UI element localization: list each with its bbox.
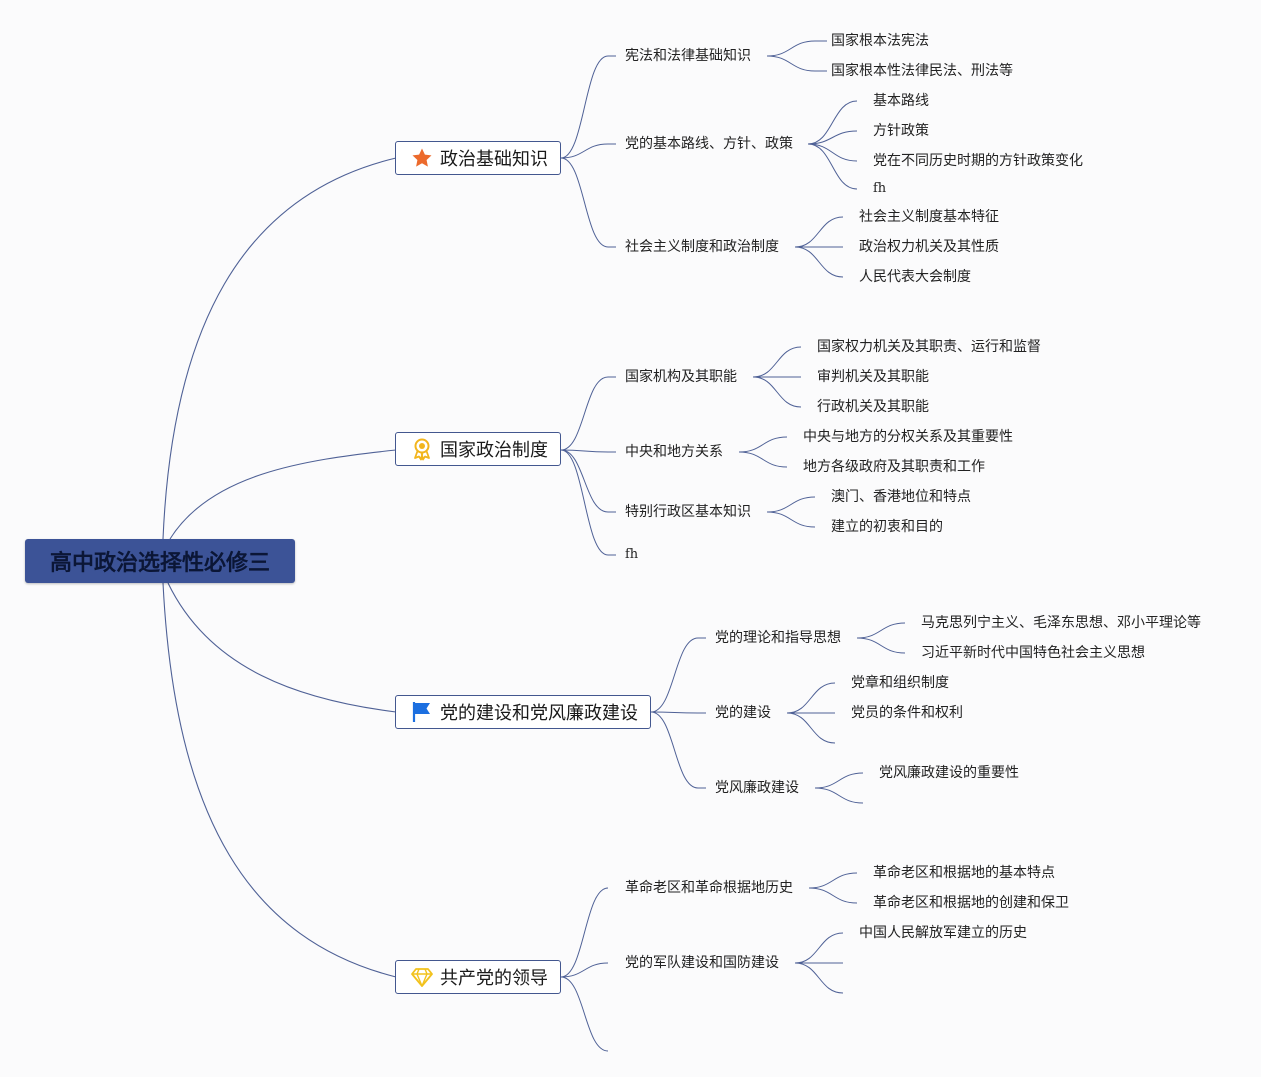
connector-line xyxy=(794,932,844,964)
subtopic[interactable]: 社会主义制度基本特征 xyxy=(859,209,999,225)
connector-line xyxy=(766,55,816,72)
topic-socialist-system[interactable]: 社会主义制度和政治制度 xyxy=(625,239,779,255)
subtopic[interactable]: 澳门、香港地位和特点 xyxy=(831,489,971,505)
topic-clean-governance[interactable]: 党风廉政建设 xyxy=(715,780,799,796)
subtopic[interactable]: 马克思列宁主义、毛泽东思想、邓小平理论等 xyxy=(921,615,1201,631)
subtopic[interactable]: 行政机关及其职能 xyxy=(817,399,929,415)
connector-line xyxy=(560,376,609,451)
connector-line xyxy=(560,449,609,453)
topic-central-local[interactable]: 中央和地方关系 xyxy=(625,444,723,460)
subtopic[interactable]: 中国人民解放军建立的历史 xyxy=(859,925,1027,941)
subtopic[interactable]: 建立的初衷和目的 xyxy=(831,519,943,535)
connector-line xyxy=(807,100,858,145)
subtopic[interactable]: 国家根本法宪法 xyxy=(831,33,929,49)
connector-line xyxy=(807,143,858,190)
connector-line xyxy=(560,143,609,159)
connector-line xyxy=(794,216,844,248)
branch-label: 共产党的领导 xyxy=(440,968,548,989)
subtopic[interactable]: 国家权力机关及其职责、运行和监督 xyxy=(817,339,1041,355)
connector-line xyxy=(814,787,864,804)
connector-line xyxy=(162,157,397,540)
subtopic[interactable]: 中央与地方的分权关系及其重要性 xyxy=(803,429,1013,445)
topic-fh[interactable]: fh xyxy=(625,547,639,562)
connector-line xyxy=(169,449,397,540)
subtopic[interactable]: 习近平新时代中国特色社会主义思想 xyxy=(921,645,1145,661)
connector-line xyxy=(752,346,802,378)
subtopic[interactable]: 方针政策 xyxy=(873,123,929,139)
connector-line xyxy=(807,130,858,145)
connector-line xyxy=(167,582,397,713)
connector-line xyxy=(808,872,858,889)
connector-line xyxy=(560,449,609,556)
branch-node-politics-basics[interactable]: 政治基础知识 xyxy=(395,141,561,175)
star-icon xyxy=(410,146,434,170)
subtopic[interactable]: 审判机关及其职能 xyxy=(817,369,929,385)
branch-label: 党的建设和党风廉政建设 xyxy=(440,703,638,724)
connector-line xyxy=(786,682,836,714)
subtopic[interactable]: 党员的条件和权利 xyxy=(851,705,963,721)
branch-node-state-system[interactable]: 国家政治制度 xyxy=(395,432,561,466)
connector-line xyxy=(856,637,906,654)
connector-line xyxy=(650,711,699,714)
subtopic[interactable]: 革命老区和根据地的基本特点 xyxy=(873,865,1055,881)
connector-line xyxy=(162,582,397,978)
branch-label: 国家政治制度 xyxy=(440,440,548,461)
diamond-icon xyxy=(410,965,434,989)
connector-line xyxy=(814,772,864,789)
connector-line xyxy=(738,451,788,468)
subtopic[interactable]: 国家根本性法律民法、刑法等 xyxy=(831,63,1013,79)
subtopic[interactable]: 政治权力机关及其性质 xyxy=(859,239,999,255)
subtopic[interactable]: 党在不同历史时期的方针政策变化 xyxy=(873,153,1083,169)
connector-line xyxy=(752,376,802,408)
branch-node-party-building[interactable]: 党的建设和党风廉政建设 xyxy=(395,695,651,729)
subtopic[interactable]: 党章和组织制度 xyxy=(851,675,949,691)
root-label: 高中政治选择性必修三 xyxy=(49,551,270,576)
topic-party-building[interactable]: 党的建设 xyxy=(715,705,771,721)
connector-line xyxy=(560,887,609,978)
connector-line xyxy=(786,712,836,744)
topic-state-organs[interactable]: 国家机构及其职能 xyxy=(625,369,737,385)
connector-line xyxy=(766,496,816,513)
subtopic[interactable]: fh xyxy=(873,181,887,196)
subtopic[interactable]: 党风廉政建设的重要性 xyxy=(879,765,1019,781)
topic-party-theory[interactable]: 党的理论和指导思想 xyxy=(715,630,841,646)
topic-constitution-law[interactable]: 宪法和法律基础知识 xyxy=(625,48,751,64)
connector-line xyxy=(650,637,699,713)
connector-line xyxy=(560,55,609,159)
connector-line xyxy=(766,511,816,528)
topic-army-defense[interactable]: 党的军队建设和国防建设 xyxy=(625,955,779,971)
connector-line xyxy=(807,143,858,162)
connector-line xyxy=(808,887,858,904)
branch-label: 政治基础知识 xyxy=(440,149,548,170)
connector-line xyxy=(560,962,609,978)
connector-line xyxy=(560,157,609,248)
connector-line xyxy=(856,622,906,639)
connector-line xyxy=(560,976,609,1052)
medal-icon xyxy=(410,437,434,461)
subtopic[interactable]: 地方各级政府及其职责和工作 xyxy=(803,459,985,475)
connector-line xyxy=(650,711,699,789)
connector-line xyxy=(794,246,844,278)
connector-line xyxy=(560,449,609,513)
connector-line xyxy=(794,962,844,994)
subtopic[interactable]: 人民代表大会制度 xyxy=(859,269,971,285)
subtopic[interactable]: 基本路线 xyxy=(873,93,929,109)
connector-line xyxy=(738,436,788,453)
subtopic[interactable]: 革命老区和根据地的创建和保卫 xyxy=(873,895,1069,911)
root-node[interactable]: 高中政治选择性必修三 xyxy=(25,539,295,583)
connector-line xyxy=(766,40,816,57)
topic-party-line-policy[interactable]: 党的基本路线、方针、政策 xyxy=(625,136,793,152)
flag-icon xyxy=(410,700,434,724)
topic-sar[interactable]: 特别行政区基本知识 xyxy=(625,504,751,520)
topic-revolutionary-base[interactable]: 革命老区和革命根据地历史 xyxy=(625,880,793,896)
branch-node-party-leadership[interactable]: 共产党的领导 xyxy=(395,960,561,994)
